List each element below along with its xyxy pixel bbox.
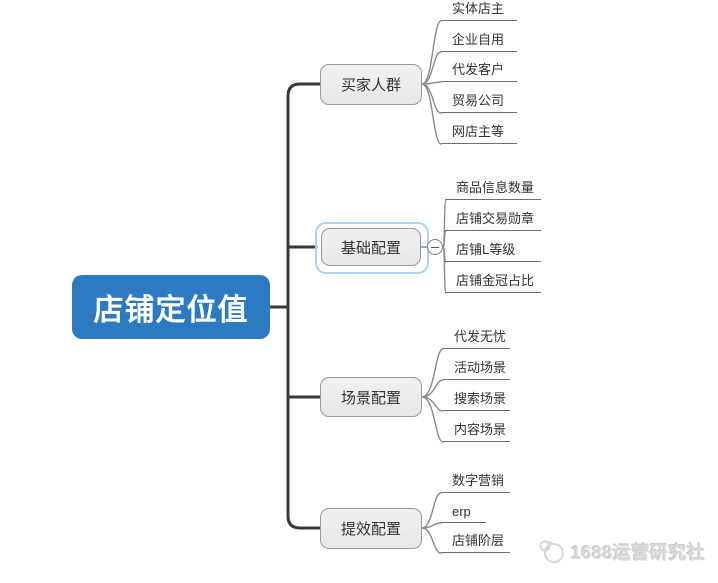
branch-node-buyers[interactable]: 买家人群 — [320, 64, 422, 105]
trunk-connector — [268, 82, 322, 530]
watermark-text: 1688运营研究社 — [571, 543, 706, 563]
leaf-node[interactable]: 活动场景 — [443, 359, 510, 380]
leaf-node[interactable]: erp — [441, 502, 486, 523]
branch-node-basic-config[interactable]: 基础配置 — [321, 228, 421, 266]
leaf-node[interactable]: 商品信息数量 — [445, 179, 541, 200]
scene-leaf-connectors — [421, 348, 444, 443]
minus-icon — [431, 246, 439, 248]
leaf-node[interactable]: 店铺交易勋章 — [445, 210, 541, 231]
leaf-node[interactable]: 企业自用 — [441, 31, 517, 52]
leaf-node[interactable]: 内容场景 — [443, 421, 510, 442]
leaf-node[interactable]: 网店主等 — [441, 123, 517, 144]
branch-node-efficiency-config[interactable]: 提效配置 — [320, 508, 422, 549]
collapse-button[interactable] — [427, 239, 443, 255]
leaf-node[interactable]: 数字营销 — [441, 472, 510, 493]
leaf-node[interactable]: 代发无忧 — [443, 328, 510, 349]
leaf-node[interactable]: 店铺L等级 — [445, 241, 541, 262]
branch-node-scene-config[interactable]: 场景配置 — [320, 377, 422, 417]
buyers-leaf-connectors — [421, 20, 442, 145]
leaf-node[interactable]: 代发客户 — [441, 61, 517, 82]
leaf-node[interactable]: 贸易公司 — [441, 92, 517, 113]
watermark: 1688运营研究社 — [538, 539, 706, 565]
leaf-node[interactable]: 搜索场景 — [443, 390, 510, 411]
efficiency-leaf-connectors — [421, 492, 442, 554]
leaf-node[interactable]: 店铺阶层 — [441, 532, 510, 553]
root-node[interactable]: 店铺定位值 — [72, 275, 270, 339]
leaf-node[interactable]: 店铺金冠占比 — [445, 272, 541, 293]
watermark-logo-icon — [539, 540, 564, 563]
leaf-node[interactable]: 实体店主 — [441, 0, 517, 21]
